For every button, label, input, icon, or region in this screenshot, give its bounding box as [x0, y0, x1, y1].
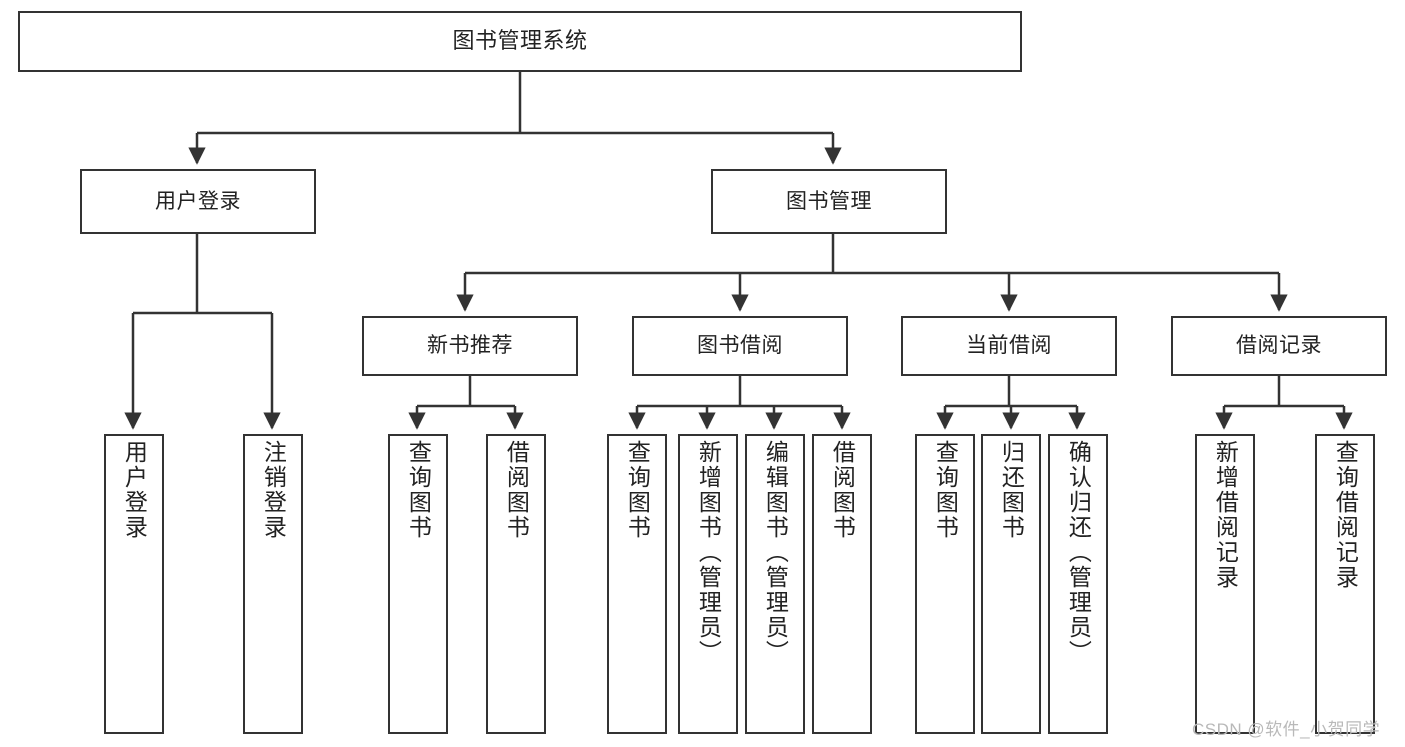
node-label: 借阅图书	[503, 440, 530, 540]
node-user-login[interactable]: 用户登录	[80, 169, 316, 234]
node-label: 查询借阅记录	[1332, 440, 1359, 590]
node-label: 借阅图书	[829, 440, 856, 540]
node-label: 编辑图书（管理员）	[762, 440, 789, 665]
leaf-new-book-search[interactable]: 查询图书	[388, 434, 448, 734]
leaf-borrow-record-search[interactable]: 查询借阅记录	[1315, 434, 1375, 734]
node-root-system[interactable]: 图书管理系统	[18, 11, 1022, 72]
leaf-borrow-record-add[interactable]: 新增借阅记录	[1195, 434, 1255, 734]
node-label: 新增借阅记录	[1212, 440, 1239, 590]
node-label: 图书管理系统	[452, 28, 588, 54]
node-current-borrow[interactable]: 当前借阅	[901, 316, 1117, 376]
node-book-borrow[interactable]: 图书借阅	[632, 316, 848, 376]
node-label: 查询图书	[405, 440, 432, 540]
node-label: 新增图书（管理员）	[695, 440, 722, 665]
node-book-management[interactable]: 图书管理	[711, 169, 947, 234]
leaf-user-login-login[interactable]: 用户登录	[104, 434, 164, 734]
leaf-user-login-logout[interactable]: 注销登录	[243, 434, 303, 734]
node-new-book-recommend[interactable]: 新书推荐	[362, 316, 578, 376]
csdn-watermark: CSDN @软件_小贺同学	[1192, 720, 1381, 739]
node-label: 新书推荐	[427, 334, 513, 358]
node-label: 确认归还（管理员）	[1065, 440, 1092, 665]
leaf-current-borrow-search[interactable]: 查询图书	[915, 434, 975, 734]
node-borrow-record[interactable]: 借阅记录	[1171, 316, 1387, 376]
leaf-book-borrow-search[interactable]: 查询图书	[607, 434, 667, 734]
leaf-new-book-borrow[interactable]: 借阅图书	[486, 434, 546, 734]
node-label: 归还图书	[998, 440, 1025, 540]
leaf-book-borrow-edit[interactable]: 编辑图书（管理员）	[745, 434, 805, 734]
node-label: 注销登录	[260, 440, 287, 540]
node-label: 当前借阅	[966, 334, 1052, 358]
leaf-current-borrow-return[interactable]: 归还图书	[981, 434, 1041, 734]
node-label: 查询图书	[624, 440, 651, 540]
node-label: 查询图书	[932, 440, 959, 540]
node-label: 图书借阅	[697, 334, 783, 358]
leaf-book-borrow-add[interactable]: 新增图书（管理员）	[678, 434, 738, 734]
node-label: 用户登录	[155, 189, 241, 213]
node-label: 借阅记录	[1236, 334, 1322, 358]
node-label: 用户登录	[121, 440, 148, 540]
node-label: 图书管理	[786, 189, 872, 213]
leaf-current-borrow-confirm-return[interactable]: 确认归还（管理员）	[1048, 434, 1108, 734]
leaf-book-borrow-borrow[interactable]: 借阅图书	[812, 434, 872, 734]
